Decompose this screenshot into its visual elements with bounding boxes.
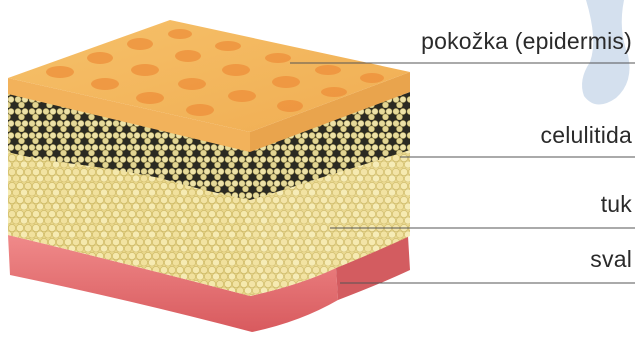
label-fat: tuk <box>601 193 632 216</box>
label-epidermis: pokožka (epidermis) <box>421 30 632 53</box>
label-cellulite: celulitida <box>541 124 633 147</box>
label-muscle: sval <box>590 248 632 271</box>
